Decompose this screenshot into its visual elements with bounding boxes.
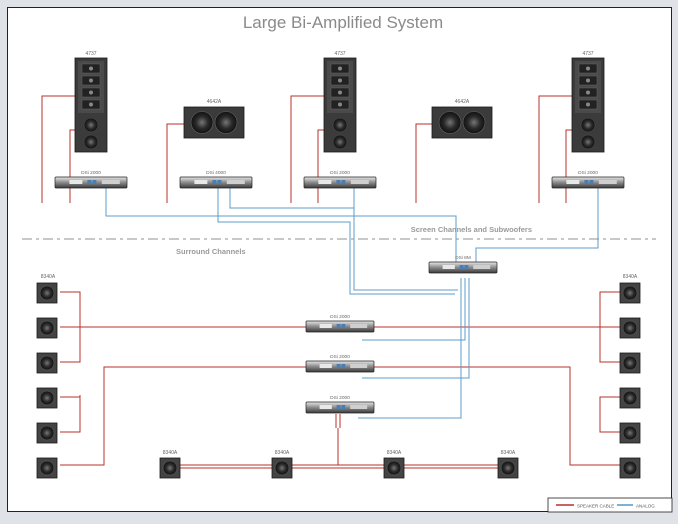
speaker-cable <box>599 396 620 433</box>
analog-cable <box>362 278 470 379</box>
left-surround-speaker <box>36 352 58 374</box>
speaker-cable <box>60 396 81 433</box>
rear-surround-speaker <box>383 457 405 479</box>
analog-legend-label: ANALOG <box>636 504 655 509</box>
subwoofer-label: 4642A <box>455 99 470 105</box>
speaker-cable <box>60 291 81 363</box>
speaker-cable <box>569 432 620 466</box>
subwoofer: 4642A <box>183 99 245 139</box>
amplifier: DSi 4000 <box>179 170 253 189</box>
right-surround-speaker <box>619 317 641 339</box>
screen-speaker: 4737 <box>323 51 357 153</box>
rear-surround-label: 8340A <box>387 450 402 456</box>
rear-surround-speaker <box>159 457 181 479</box>
legend-box <box>547 497 673 513</box>
rear-surround-label: 8340A <box>501 450 516 456</box>
speaker-cable <box>538 95 572 203</box>
rear-surround-speaker <box>497 457 519 479</box>
screen-speaker-label: 4737 <box>582 51 593 57</box>
speaker-cable <box>41 95 75 203</box>
right-surround-speaker <box>619 457 641 479</box>
left-surround-speaker <box>36 282 58 304</box>
amplifier: DSi 2000 <box>305 395 375 414</box>
speaker-cable <box>599 291 620 363</box>
speaker-cable <box>166 123 184 203</box>
amplifier-label: DSi 2000 <box>330 314 350 320</box>
analog-cable <box>217 188 455 295</box>
analog-cables <box>105 188 599 419</box>
left-surround-speaker <box>36 317 58 339</box>
amplifier-label: DSi 4000 <box>206 170 226 176</box>
left-surround-speaker <box>36 387 58 409</box>
screen-speaker-label: 4737 <box>334 51 345 57</box>
speaker-cable <box>103 366 306 432</box>
screen-speaker: 4737 <box>571 51 605 153</box>
amplifier: DSi 2000 <box>54 170 128 189</box>
diagram-title: Large Bi-Amplified System <box>243 13 443 32</box>
rear-surround-label: 8340A <box>163 450 178 456</box>
amplifier: DSi 8M <box>428 255 498 274</box>
screen-section-label: Screen Channels and Subwoofers <box>411 225 532 234</box>
subwoofer: 4642A <box>431 99 493 139</box>
amplifier: DSi 2000 <box>551 170 625 189</box>
right-surround-speaker <box>619 352 641 374</box>
amplifier-label: DSi 2000 <box>330 354 350 360</box>
speaker-cable <box>374 366 571 432</box>
speaker-cable <box>415 123 432 203</box>
speaker-cable <box>290 95 324 203</box>
rear-surround-label: 8340A <box>275 450 290 456</box>
amplifier-label: DSi 2000 <box>578 170 598 176</box>
speaker-cable <box>60 432 105 466</box>
amplifier: DSi 2000 <box>303 170 377 189</box>
surround-section-label: Surround Channels <box>176 247 246 256</box>
amplifier: DSi 2000 <box>305 354 375 373</box>
analog-cable <box>105 188 457 268</box>
right-surround-label: 8340A <box>623 274 638 280</box>
screen-speaker: 4737 <box>74 51 108 153</box>
left-surround-speaker <box>36 422 58 444</box>
analog-cable <box>475 188 599 268</box>
speaker-cable-legend-label: SPEAKER CABLE <box>577 504 614 509</box>
analog-cable <box>362 278 466 341</box>
subwoofer-label: 4642A <box>207 99 222 105</box>
rear-surround-speaker <box>271 457 293 479</box>
analog-cable <box>358 278 462 419</box>
right-surround-speaker <box>619 422 641 444</box>
screen-speaker-label: 4737 <box>85 51 96 57</box>
left-surround-speaker <box>36 457 58 479</box>
amplifier-label: DSi 2000 <box>330 170 350 176</box>
amplifier-label: DSi 2000 <box>330 395 350 401</box>
left-surround-label: 8340A <box>41 274 56 280</box>
right-surround-speaker <box>619 387 641 409</box>
amplifier: DSi 2000 <box>305 314 375 333</box>
amplifier-label: DSi 8M <box>455 255 471 261</box>
right-surround-speaker <box>619 282 641 304</box>
amplifier-label: DSi 2000 <box>81 170 101 176</box>
